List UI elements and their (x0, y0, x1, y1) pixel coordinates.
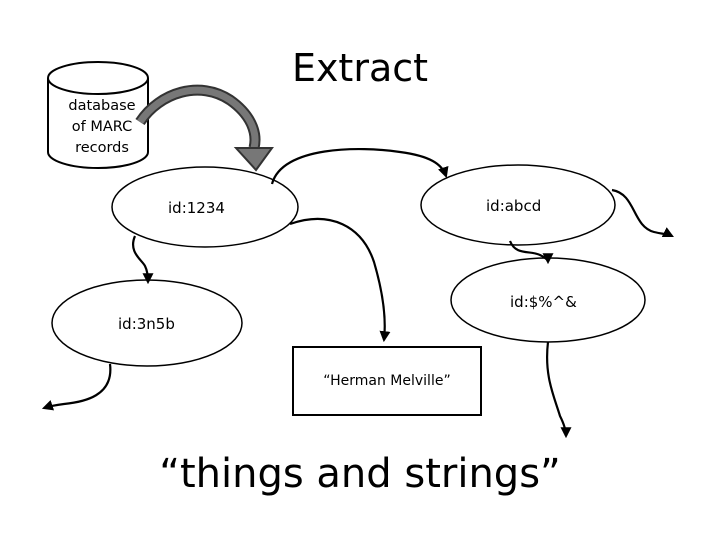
database-label: database of MARC records (56, 96, 148, 159)
slide-caption: “things and strings” (159, 451, 561, 497)
node-sym-label: id:$%^& (510, 293, 577, 311)
database-cylinder (47, 61, 149, 169)
node-abcd-label: id:abcd (486, 197, 542, 215)
database-label-line: records (75, 140, 129, 156)
database-label-line: of MARC (71, 119, 133, 135)
extract-arrow (135, 84, 274, 172)
arrow-3n5b-out (41, 363, 112, 411)
literal-value: “Herman Melville” (323, 373, 451, 389)
arrow-abcd-out (611, 188, 674, 238)
arrow-1234-to-literal (289, 217, 391, 343)
arrow-abcd-to-sym (508, 240, 554, 265)
node-abcd-ellipse (420, 164, 616, 246)
node-3n5b-label: id:3n5b (118, 315, 175, 333)
slide-title: Extract (291, 46, 429, 90)
arrow-1234-to-abcd (270, 147, 449, 185)
database-label-line: database (68, 98, 136, 114)
node-1234-ellipse (111, 166, 299, 248)
literal-box: “Herman Melville” (292, 346, 482, 416)
arrow-sym-out (546, 341, 572, 439)
node-1234-label: id:1234 (168, 199, 225, 217)
arrow-1234-to-3n5b (132, 235, 154, 285)
